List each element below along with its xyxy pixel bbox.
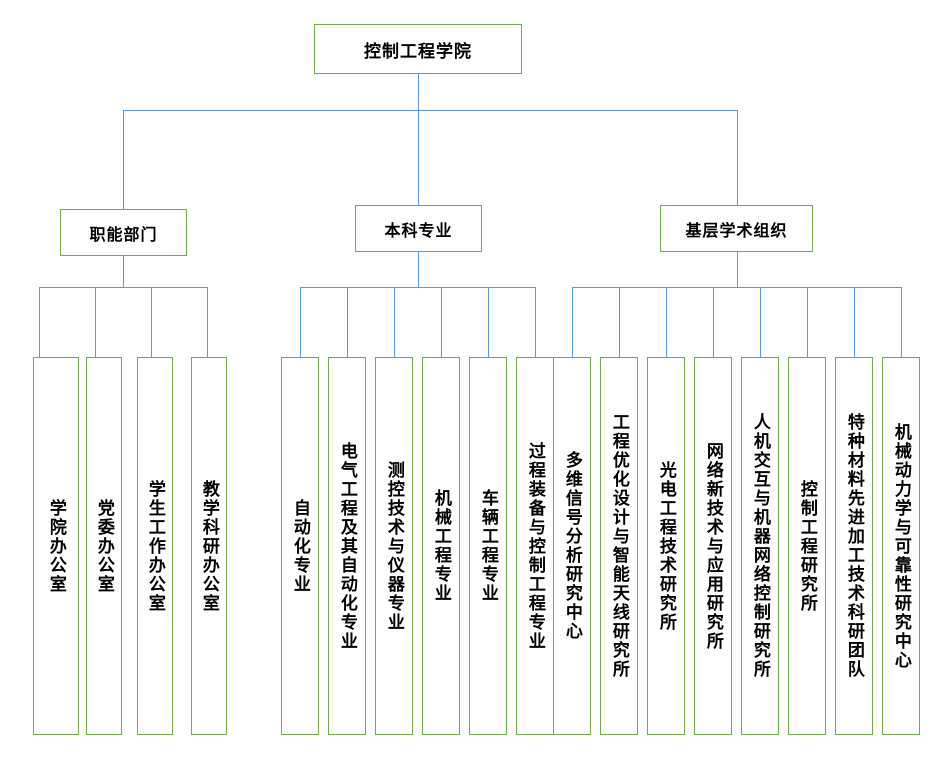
connector-branch3-child-2	[619, 287, 620, 357]
connector-drop-branch-2	[418, 110, 419, 209]
leaf-node-process-equipment-major[interactable]: 过程装备与控制工程专业	[516, 357, 554, 735]
leaf-node-label: 党委办公室	[94, 498, 114, 594]
branch-node-undergraduate-majors[interactable]: 本科专业	[355, 205, 482, 252]
leaf-node-label: 特种材料先进加工技术科研团队	[844, 413, 864, 679]
leaf-node-college-office[interactable]: 学院办公室	[33, 357, 79, 735]
connector-branch3-child-4	[713, 287, 714, 357]
connector-branch2-child-4	[441, 287, 442, 357]
leaf-node-automation-major[interactable]: 自动化专业	[281, 357, 319, 735]
leaf-node-mechanical-engineering-major[interactable]: 机械工程专业	[422, 357, 460, 735]
branch-node-label: 职能部门	[89, 226, 158, 244]
connector-branch1-bus	[39, 287, 207, 288]
connector-branch3-child-3	[666, 287, 667, 357]
connector-branch2-stem	[418, 252, 419, 287]
connector-branch3-child-8	[901, 287, 902, 357]
leaf-node-label: 人机交互与机器网络控制研究所	[750, 413, 770, 679]
branch-node-label: 基层学术组织	[685, 222, 788, 240]
leaf-node-vehicle-engineering-major[interactable]: 车辆工程专业	[469, 357, 507, 735]
root-node[interactable]: 控制工程学院	[314, 24, 522, 74]
connector-branch2-bus	[300, 287, 536, 288]
connector-branch3-child-6	[807, 287, 808, 357]
leaf-node-student-affairs-office[interactable]: 学生工作办公室	[137, 357, 173, 735]
leaf-node-mechanical-dynamics-center[interactable]: 机械动力学与可靠性研究中心	[882, 357, 920, 735]
leaf-node-label: 自动化专业	[290, 498, 310, 594]
leaf-node-label: 网络新技术与应用研究所	[703, 441, 723, 651]
connector-root-stem	[418, 74, 419, 110]
leaf-node-label: 学院办公室	[46, 498, 66, 594]
connector-branch1-stem	[123, 256, 124, 287]
leaf-node-label: 控制工程研究所	[797, 479, 817, 613]
leaf-node-special-materials-team[interactable]: 特种材料先进加工技术科研团队	[835, 357, 873, 735]
branch-node-academic-organizations[interactable]: 基层学术组织	[660, 205, 813, 252]
leaf-node-human-machine-interaction-institute[interactable]: 人机交互与机器网络控制研究所	[741, 357, 779, 735]
connector-branch1-child-2	[95, 287, 96, 357]
leaf-node-party-committee-office[interactable]: 党委办公室	[86, 357, 122, 735]
leaf-node-network-technology-institute[interactable]: 网络新技术与应用研究所	[694, 357, 732, 735]
leaf-node-label: 学生工作办公室	[145, 479, 165, 613]
branch-node-functional-departments[interactable]: 职能部门	[60, 209, 187, 256]
connector-branch3-child-1	[572, 287, 573, 357]
connector-branch2-child-3	[394, 287, 395, 357]
branch-node-label: 本科专业	[384, 222, 453, 240]
connector-branch1-child-3	[151, 287, 152, 357]
connector-branch3-child-5	[760, 287, 761, 357]
leaf-node-multidimensional-signal-center[interactable]: 多维信号分析研究中心	[553, 357, 591, 735]
leaf-node-label: 机械工程专业	[431, 489, 451, 603]
connector-branch2-child-2	[347, 287, 348, 357]
connector-branch2-child-1	[300, 287, 301, 357]
leaf-node-optoelectronic-institute[interactable]: 光电工程技术研究所	[647, 357, 685, 735]
connector-branch2-child-6	[535, 287, 536, 357]
connector-branch3-stem	[737, 252, 738, 287]
leaf-node-label: 教学科研办公室	[199, 479, 219, 613]
leaf-node-label: 电气工程及其自动化专业	[337, 441, 357, 651]
leaf-node-label: 车辆工程专业	[478, 489, 498, 603]
connector-drop-branch-3	[737, 110, 738, 209]
leaf-node-label: 工程优化设计与智能天线研究所	[609, 413, 629, 679]
connector-root-bus	[123, 110, 737, 111]
connector-drop-branch-1	[123, 110, 124, 209]
connector-branch1-child-4	[207, 287, 208, 357]
leaf-node-label: 多维信号分析研究中心	[562, 451, 582, 641]
leaf-node-label: 测控技术与仪器专业	[384, 460, 404, 632]
connector-branch3-child-7	[854, 287, 855, 357]
leaf-node-label: 过程装备与控制工程专业	[525, 441, 545, 651]
leaf-node-measurement-control-major[interactable]: 测控技术与仪器专业	[375, 357, 413, 735]
leaf-node-label: 机械动力学与可靠性研究中心	[891, 422, 911, 670]
leaf-node-label: 光电工程技术研究所	[656, 460, 676, 632]
leaf-node-optimization-antenna-institute[interactable]: 工程优化设计与智能天线研究所	[600, 357, 638, 735]
connector-branch1-child-1	[39, 287, 40, 357]
root-node-label: 控制工程学院	[364, 41, 472, 61]
connector-branch3-bus	[572, 287, 902, 288]
leaf-node-teaching-research-office[interactable]: 教学科研办公室	[191, 357, 227, 735]
connector-branch2-child-5	[488, 287, 489, 357]
leaf-node-control-engineering-institute[interactable]: 控制工程研究所	[788, 357, 826, 735]
leaf-node-electrical-engineering-major[interactable]: 电气工程及其自动化专业	[328, 357, 366, 735]
